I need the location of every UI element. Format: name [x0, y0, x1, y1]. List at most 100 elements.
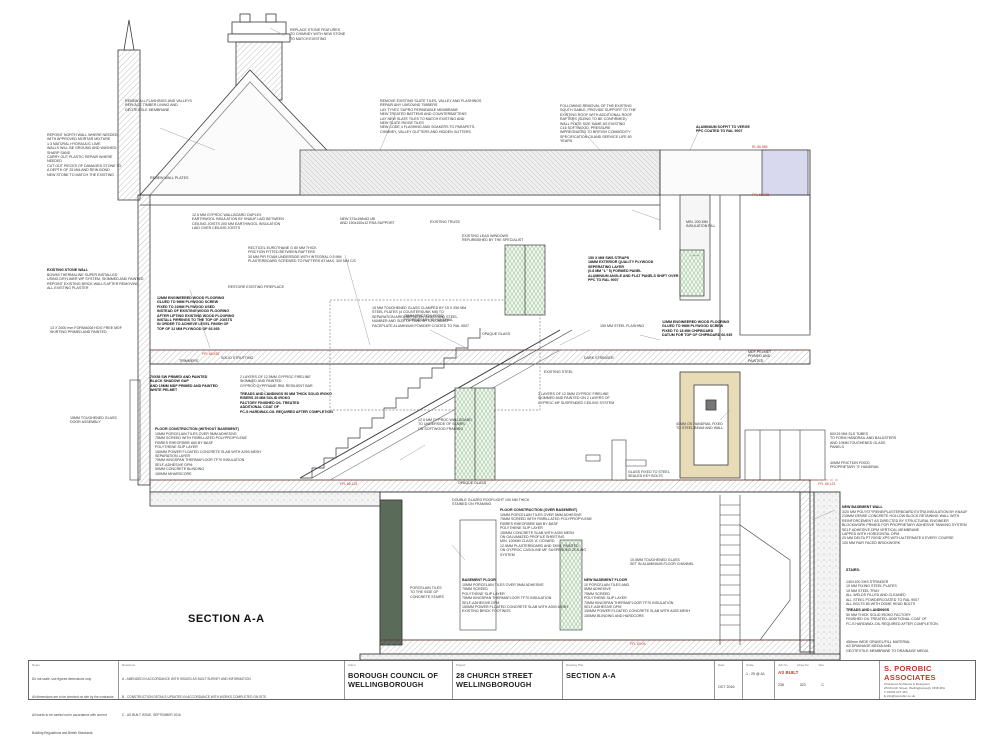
note-steel-tubes: 60X15 MM SLS TUBES TO FORM HANDRAIL AND …: [830, 432, 897, 450]
left-chimney-stack: [117, 19, 151, 486]
leader-lines: [159, 27, 836, 561]
title-block: Notes Do not scale, use figured dimensio…: [28, 660, 976, 735]
level-ground: FFL 66.123: [340, 482, 358, 486]
note-south-gable: FOLLOWING REMOVAL OF THE EXISTING SOUTH …: [560, 104, 636, 144]
tb-notes-caption: Notes: [32, 663, 40, 667]
level-first: FFL 66.935: [202, 352, 220, 356]
note-gyproc-wallboard: 12.5 MM GYPROC WALLBOARD TO UNDERSIDE OF…: [418, 418, 472, 431]
note-ceiling-spec: RECTICEL EUROTHANE G 80 MM THICK FRICTIO…: [248, 246, 357, 264]
note-new-basement-floor: NEW BASEMENT FLOOR: [584, 578, 628, 582]
note-dark-stringer: DARK STRINGER: [584, 356, 614, 360]
tb-drw-caption: Draw No: [797, 663, 809, 667]
basement-door: [459, 519, 583, 631]
note-drainage: 450mm WIDE GRAVEL/FILL MATERIAL AS DRAIN…: [846, 640, 929, 653]
note-dado-skirt: 70X58 SW PRIMED AND PAINTED BLACK SHADOW…: [150, 375, 218, 393]
note-floor-basement-spec: 10MM PORCELAIN TILES OVER 5MM ADHESIVE 7…: [500, 513, 592, 557]
note-mdf-pelmet: MDF PELMET PRIMED AND PAINTED: [748, 350, 772, 363]
note-fireline-3-layers: 3 LAYERS OF 12.5MM GYPROC FIRELINE SKIMM…: [538, 392, 615, 405]
tb-project-caption: Project: [456, 663, 466, 667]
tb-job: Job No Draw No Rev AS BUILT 236 323 C: [775, 661, 827, 699]
note-stairs-head: STAIRS:: [846, 568, 861, 572]
note-stone-wall: EXISTING STONE WALL: [47, 268, 89, 272]
section-label: SECTION A-A: [188, 613, 265, 625]
note-handrail: 40MM FRICTION FIXED PROPRIETARY 'S' HAND…: [404, 314, 454, 323]
note-existing-steel: EXISTING STEEL: [544, 370, 574, 374]
note-floor-construction-basement: FLOOR CONSTRUCTION (OVER BASEMENT): [500, 508, 578, 512]
note-floor-spec: 10MM PORCELAIN TILES OVER 5MM ADHESIVE 7…: [155, 432, 261, 476]
note-new-basement-wall: 3/20 MM POLYSTYRENE/PLASTERBOARD EXTRA I…: [842, 510, 968, 545]
basement: [359, 491, 841, 661]
note-hardrail-fixed: 40MM OS HANDRAIL FIXED TO STEEL BEAM AND…: [676, 422, 724, 431]
note-opaque-glass-1: OPAQUE GLASS: [482, 332, 511, 336]
note-eng-floor: 12MM ENGINEERED WOOD FLOORING GLUED TO 9…: [157, 296, 235, 331]
note-chipboard: 12MM ENGINEERED WOOD FLOORING GLUED TO 9…: [662, 320, 733, 338]
note-wall-pelmet: 13 X 2000 mm FORMA008 HOG FREE MDF SKIRT…: [50, 326, 122, 335]
tb-revisions-text: A - AMENDED IN ACCORDANCE WITH ISSUED AS…: [122, 677, 267, 717]
level-roof-apex: RL 86.586: [752, 145, 768, 149]
note-porcelain-tiles: PORCELAIN TILES TO THE SIDE OF CONCRETE …: [410, 586, 444, 599]
note-glass-balustrade: 15 MM TOUGHENED GLASS CLAMPED BY 15 X 25…: [372, 306, 470, 328]
note-glass-fixed: GLASS FIXED TO STEEL SEALED KEY BOLTS: [628, 470, 670, 479]
tb-notes-text: Do not scale, use figured dimensions onl…: [32, 677, 114, 735]
level-basement: FFL 63.05: [630, 642, 646, 646]
brand-name: S. POROBIC ASSOCIATES: [884, 664, 936, 682]
tb-scale-value: 1 : 25 @ A1: [746, 672, 765, 676]
note-aluminium-soffit: ALUMINIUM SOFFIT TO VERGE PPC COATED TO …: [696, 125, 750, 134]
tb-drawing-caption: Drawing Title: [566, 663, 584, 667]
note-aluminium-fixing: 150 MM STEEL FLASHING: [600, 324, 645, 328]
tb-job-caption: Job No: [778, 663, 788, 667]
basement-stair: [719, 495, 791, 645]
note-floor-construction: FLOOR CONSTRUCTION (WITHOUT BASEMENT): [155, 427, 239, 431]
note-sws-straps: 150 X MM SWS STRAPS 18MM EXTERIOR QUALIT…: [588, 256, 679, 283]
note-solid-strutting: SOLID STRUTTING: [221, 356, 254, 360]
note-replace-stone: REPLACE STONE FEATURES TO CHIMNEY WITH N…: [290, 28, 346, 41]
note-new-basement-wall-head: NEW BASEMENT WALL: [842, 505, 883, 509]
brand-sub: Chartered Architects & Designers 28 Chur…: [884, 682, 945, 698]
note-renew-flashings: RENEW ALL FLASHINGS AND VALLEYS REPLACE …: [125, 99, 192, 112]
tb-date-caption: Date: [718, 663, 725, 667]
right-balustrade: [744, 429, 826, 481]
note-trimmers: TRIMMERS: [179, 359, 199, 363]
note-lead-windows: EXISTING LEAD WINDOWS REFURBISHED BY THE…: [462, 234, 524, 243]
note-plasterboard: 12.5 MM GYPROC WALLBOARD DUPLEX EARTHWOO…: [192, 213, 284, 231]
note-handrail-2: 40MM FRICTION FIXED PROPRIETARY 'S' HAND…: [830, 461, 880, 470]
note-opaque-glass-2: OPAQUE GLASS: [458, 481, 487, 485]
note-new-basement-floor-spec: 10 PORCELAIN TILES AND 5MM ADHESIVE 75MM…: [584, 583, 690, 618]
tb-project: Project 28 CHURCH STREET WELLINGBOROUGH: [453, 661, 563, 699]
tb-scale: Scale 1 : 25 @ A1: [743, 661, 775, 699]
tb-date-value: OCT 2016: [718, 685, 735, 689]
note-new-steel: NEW 373x198x63 UB AND 150x150x12 RSA SUP…: [340, 217, 395, 226]
note-basement-floor: BASEMENT FLOOR: [462, 578, 496, 582]
tb-status: AS BUILT: [778, 670, 799, 675]
tb-drawing-value: SECTION A-A: [566, 671, 616, 680]
level-upper-right: FFL 66.935: [752, 193, 770, 197]
note-glass-door: 15MM TOUGHENED GLASS DOOR ASSEMBLY: [70, 416, 117, 425]
lead-window-lower: [454, 387, 496, 481]
tb-job-value: 236: [778, 683, 784, 687]
ground-floor-slab: [149, 479, 811, 507]
note-stairs-spec: 140X100 SHS STRINGER 10 MM FIXING STEEL …: [846, 580, 920, 607]
note-suspended-ceiling: DOUBLE GLAZED ROOFLIGHT 100 NM THICK STA…: [452, 498, 530, 507]
fire-panel: [679, 371, 741, 479]
tb-drw-value: 323: [799, 683, 806, 687]
note-roof-slates: REMOVE EXISTING SLATE TILES, VALLEY AND …: [380, 99, 482, 134]
tb-rev-value: C: [821, 683, 824, 687]
side-glass-door: [129, 379, 141, 481]
roof-slate-strip: [299, 149, 811, 330]
note-treads: TREADS AND LANDINGS 50 MM THICK SOLID IR…: [240, 392, 333, 414]
tb-revisions-caption: Revisions: [122, 663, 136, 667]
tb-brand: S. POROBIC ASSOCIATES Chartered Architec…: [879, 661, 975, 699]
note-existing-truss: EXISTING TRUSS: [430, 220, 460, 224]
note-gyproc-fireline: 2 LAYERS OF 12.5MM GYPROC FIRELINE SKIMM…: [240, 375, 313, 388]
right-rooflight: [679, 194, 811, 340]
note-stone-wall-spec: BOWMI THERMALINE SUPER INSTALLED USING D…: [47, 273, 144, 291]
tb-client: Client BOROUGH COUNCIL OF WELLINGBOROUGH: [345, 661, 453, 699]
level-ground-right: FFL 66.123: [818, 482, 836, 486]
lead-window-upper: [504, 244, 546, 316]
tb-client-caption: Client: [348, 663, 356, 667]
note-renew-wall-plates: RENEW WALL PLATES: [150, 176, 189, 180]
tb-drawing-title: Drawing Title SECTION A-A: [563, 661, 715, 699]
note-basement-floor-spec: 10MM PORCELAIN TILES OVER 5MM ADHESIVE 7…: [462, 583, 568, 614]
note-stairs-treads-head: TREADS AND LANDINGS: [846, 608, 890, 612]
tb-scale-caption: Scale: [746, 663, 754, 667]
